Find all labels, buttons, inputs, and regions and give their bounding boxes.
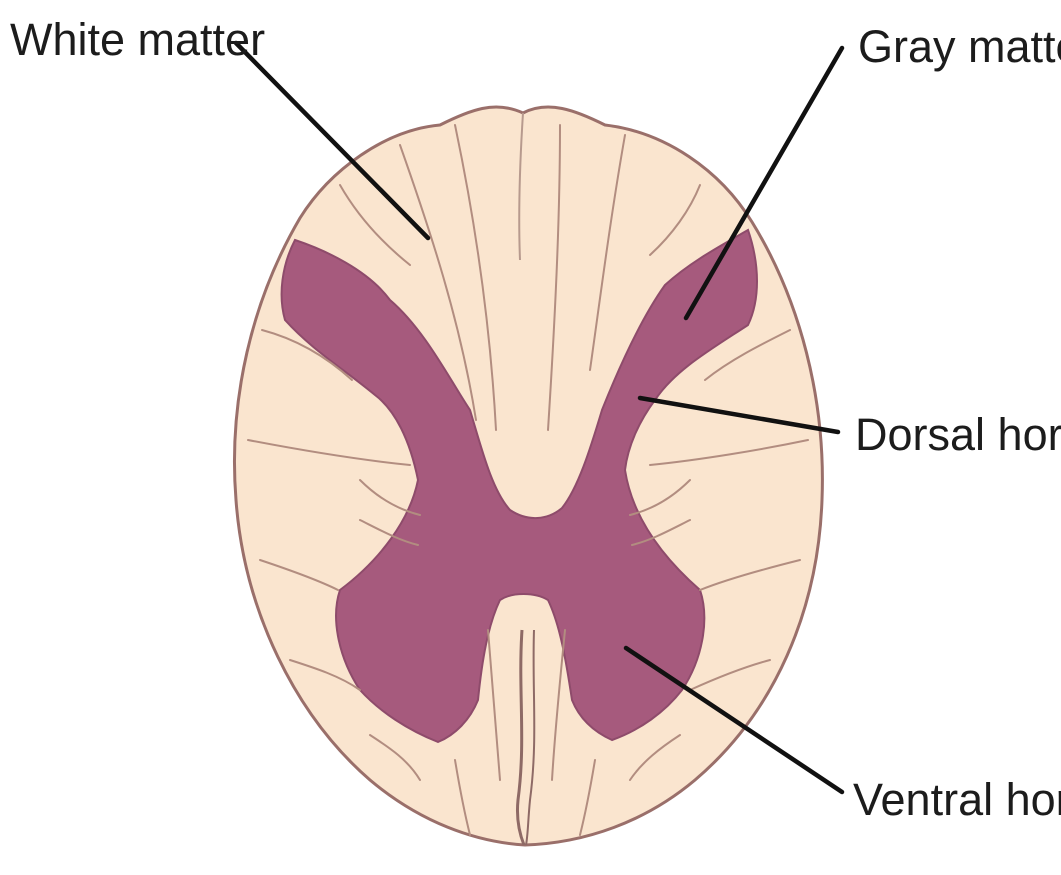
label-ventral-horn: Ventral horn <box>853 774 1061 825</box>
label-dorsal-horn: Dorsal horn <box>855 409 1061 460</box>
label-gray-matter: Gray matter <box>858 21 1061 72</box>
label-white-matter: White matter <box>10 14 265 65</box>
white-matter-region <box>234 107 822 845</box>
